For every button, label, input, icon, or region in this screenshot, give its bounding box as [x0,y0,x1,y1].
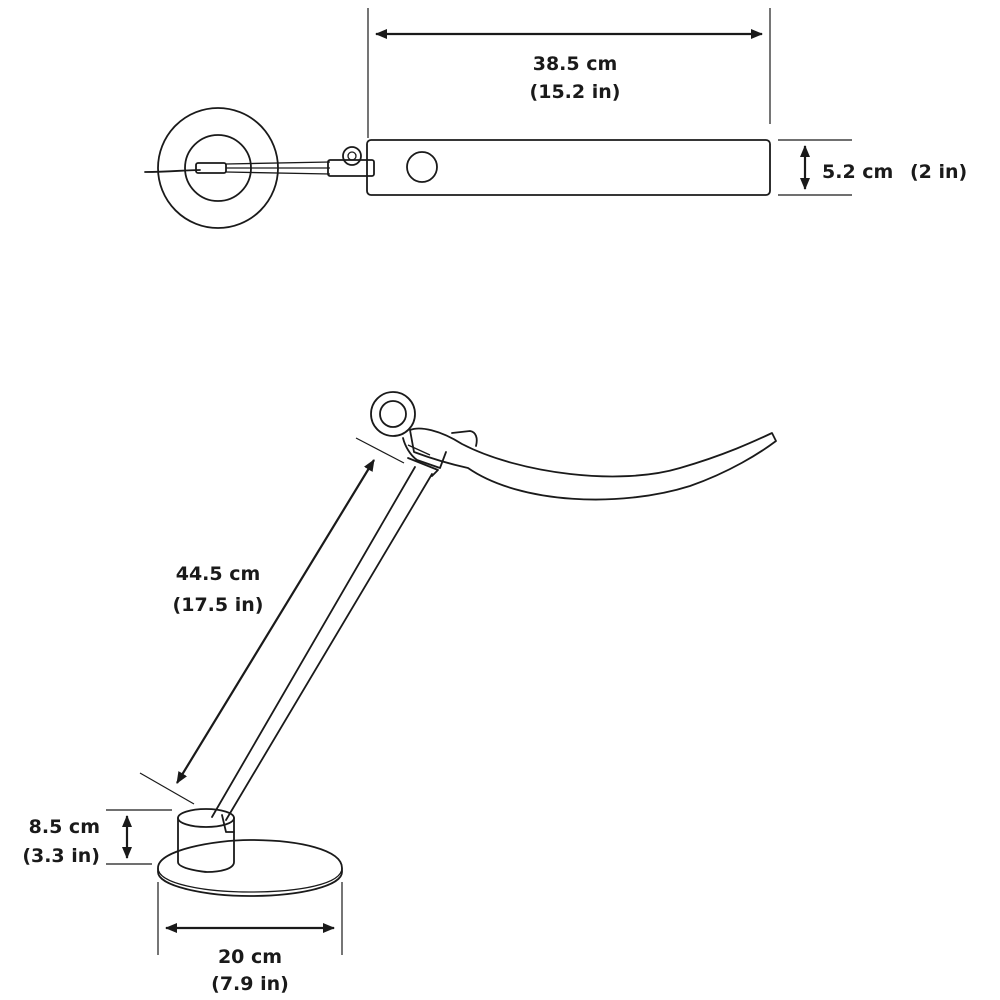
base-diameter-metric: 20 cm [218,946,282,968]
side-view-base-cylinder [177,808,235,873]
base-height-dimension: 8.5 cm (3.3 in) [22,809,172,867]
arm-length-imperial: (17.5 in) [173,594,264,616]
arm-length-metric: 44.5 cm [176,563,261,585]
side-view-arm [211,457,439,821]
top-view-head-bar [366,139,771,196]
top-length-imperial: (15.2 in) [530,81,621,103]
top-length-dimension: 38.5 cm (15.2 in) [367,8,771,138]
base-height-imperial: (3.3 in) [22,845,100,867]
base-diameter-imperial: (7.9 in) [211,973,289,995]
top-view-button [406,151,438,183]
base-height-metric: 8.5 cm [29,816,100,838]
top-length-metric: 38.5 cm [533,53,618,75]
top-width-imperial: (2 in) [910,161,967,183]
top-view: 38.5 cm (15.2 in) 5.2 cm (2 in) [144,8,967,229]
top-width-metric: 5.2 cm [822,161,893,183]
side-view: 44.5 cm (17.5 in) 8.5 cm (3.3 in) 20 cm … [22,391,777,995]
top-view-cable [144,169,201,173]
arm-length-dimension: 44.5 cm (17.5 in) [139,437,405,805]
base-diameter-dimension: 20 cm (7.9 in) [157,882,343,995]
top-width-dimension: 5.2 cm (2 in) [778,139,967,196]
side-view-head [409,427,777,501]
side-view-hinge [370,391,447,469]
side-view-base-plate [157,839,343,897]
top-view-arm [195,146,375,177]
